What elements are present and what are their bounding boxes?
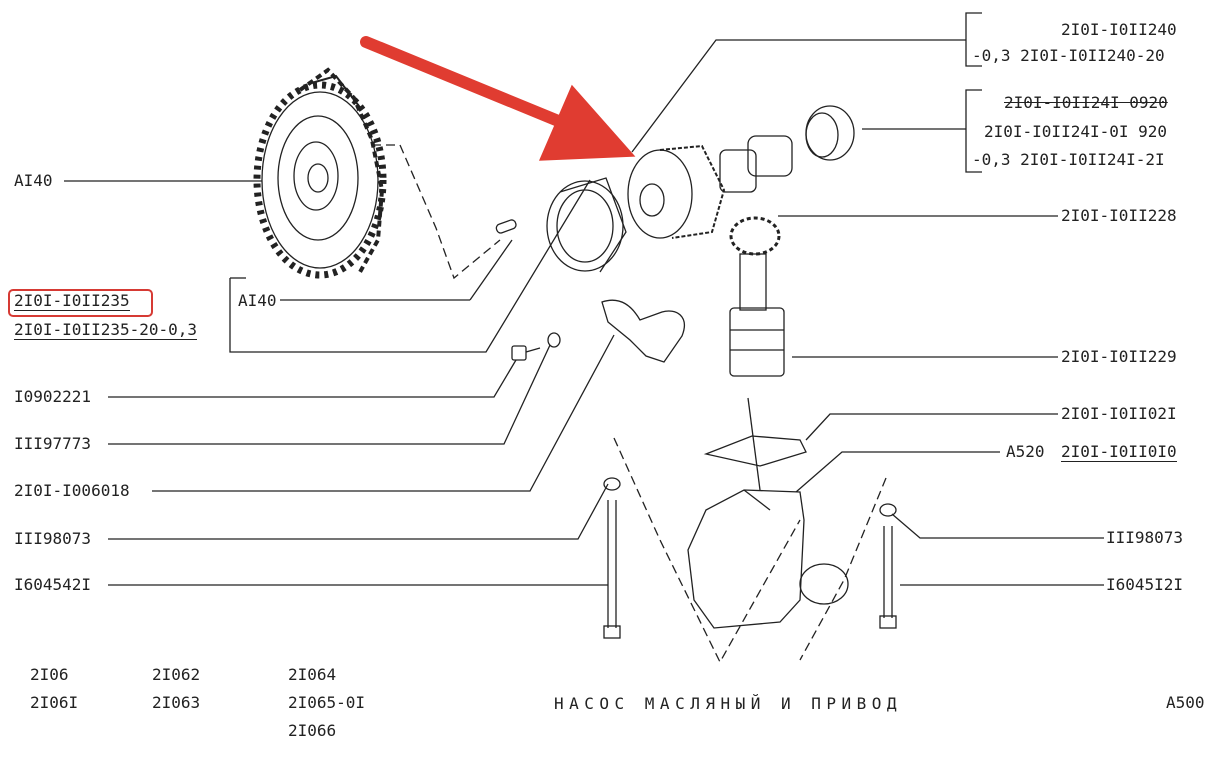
label-p235-20: 2I0I-I0II235-20-0,3 <box>14 320 198 340</box>
label-21011006018: 2I0I-I006018 <box>14 481 130 500</box>
gasket-icon <box>703 397 807 491</box>
label-p228: 2I0I-I0II228 <box>1061 206 1177 225</box>
bolt-icon <box>511 332 561 361</box>
red-arrow-icon <box>360 36 636 161</box>
model-0: 2I06 <box>30 665 69 684</box>
model-2: 2I062 <box>152 665 201 684</box>
label-p240: 2I0I-I0II240 <box>1061 20 1177 39</box>
model-6: 2I066 <box>288 721 337 740</box>
label-10902221: I0902221 <box>14 387 92 406</box>
label-11198073-right: III98073 <box>1106 528 1184 547</box>
oil-pump-icon <box>687 489 849 629</box>
page-title: НАСОС МАСЛЯНЫЙ И ПРИВОД <box>554 694 903 713</box>
sheet-number: A500 <box>1166 693 1205 712</box>
sleeve-icon <box>805 105 855 161</box>
bracket-icon <box>601 299 685 363</box>
label-p241-01: 2I0I-I0II24I-0I 920 <box>984 122 1168 141</box>
label-p241-21: -0,3 2I0I-I0II24I-2I <box>972 150 1165 169</box>
highlight-box <box>8 289 153 317</box>
label-11198073-left: III98073 <box>14 529 92 548</box>
label-a140-sprocket: AI40 <box>14 171 53 190</box>
chain-sprocket-icon <box>253 67 387 279</box>
right-leader-lines <box>613 12 1104 664</box>
model-4: 2I064 <box>288 665 337 684</box>
label-p010: 2I0I-I0II0I0 <box>1061 442 1177 462</box>
label-16045121: I6045I2I <box>1106 575 1184 594</box>
label-a140-pin: AI40 <box>238 291 277 310</box>
model-3: 2I063 <box>152 693 201 712</box>
label-a520: A520 <box>1006 442 1045 461</box>
label-p021: 2I0I-I0II02I <box>1061 404 1177 423</box>
bushing-icon <box>546 177 627 273</box>
label-p229: 2I0I-I0II229 <box>1061 347 1177 366</box>
model-5: 2I065-0I <box>288 693 366 712</box>
label-p235: 2I0I-I0II235 <box>14 291 130 311</box>
left-leader-lines <box>64 144 615 586</box>
long-bolts-icon <box>603 477 897 639</box>
gear-shaft-icon <box>627 135 793 239</box>
vertical-gear-icon <box>729 216 785 377</box>
pin-icon <box>495 219 517 234</box>
label-16045421: I604542I <box>14 575 92 594</box>
label-p240-20: -0,3 2I0I-I0II240-20 <box>972 46 1165 65</box>
label-p241-old: 2I0I-I0II24I 0920 <box>1004 93 1168 112</box>
model-1: 2I06I <box>30 693 79 712</box>
label-11197773: III97773 <box>14 434 92 453</box>
